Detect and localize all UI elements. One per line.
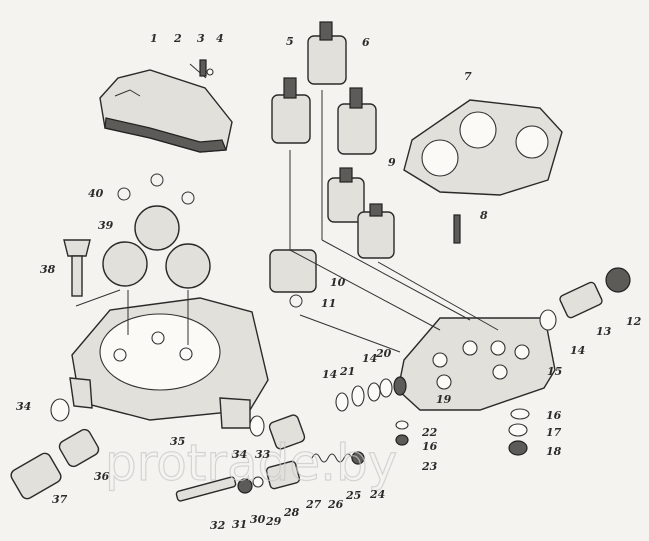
housing-part-35: [69, 297, 269, 429]
label-16b: 16: [422, 440, 438, 453]
label-23: 23: [421, 460, 438, 473]
label-5: 5: [286, 35, 294, 48]
label-36: 36: [94, 470, 110, 483]
cover-part-1: [99, 69, 233, 153]
label-8: 8: [480, 209, 488, 222]
fittings-left: [10, 398, 100, 500]
label-27: 27: [305, 498, 322, 511]
label-34a: 34: [16, 400, 31, 413]
label-18: 18: [546, 445, 562, 458]
label-20: 20: [375, 347, 392, 360]
label-16a: 16: [546, 409, 562, 422]
label-28: 28: [283, 506, 300, 519]
label-6: 6: [362, 36, 370, 49]
label-10: 10: [330, 276, 346, 289]
label-32: 32: [210, 519, 226, 532]
label-25: 25: [345, 489, 361, 502]
label-11: 11: [321, 297, 336, 310]
part-labels: 1 2 3 4 5 6 7 8 9 10 11 12 13 14 14 14 1…: [16, 32, 642, 532]
label-12: 12: [626, 315, 642, 328]
watermark-text: protrade.by: [105, 434, 397, 492]
label-21: 21: [339, 365, 355, 378]
label-1: 1: [150, 32, 158, 45]
pin-parts-2-3-4: [189, 59, 214, 79]
label-39: 39: [98, 219, 114, 232]
connector-parts-12-13-14: [539, 267, 631, 331]
label-3: 3: [197, 32, 205, 45]
label-35: 35: [170, 435, 185, 448]
label-9: 9: [388, 156, 396, 169]
dowel-part-8: [453, 214, 461, 244]
label-19: 19: [436, 393, 452, 406]
label-2: 2: [173, 32, 182, 45]
gear-shafts: [269, 21, 395, 293]
label-37: 37: [52, 493, 68, 506]
label-17: 17: [546, 426, 562, 439]
label-34b: 34: [232, 448, 247, 461]
gasket-part-7: [403, 99, 563, 196]
bolt-part-38: [63, 239, 91, 297]
label-22: 22: [421, 426, 438, 439]
label-4: 4: [216, 32, 224, 45]
label-29: 29: [265, 515, 282, 528]
plate-part-15: [397, 317, 556, 411]
label-33: 33: [255, 448, 271, 461]
label-38: 38: [40, 263, 56, 276]
label-14a: 14: [570, 344, 585, 357]
valve-assembly-bottom: [175, 414, 365, 502]
washers-right: [395, 408, 530, 456]
label-40: 40: [88, 187, 104, 200]
leader-lines: [75, 90, 499, 353]
label-14b: 14: [322, 368, 337, 381]
label-15: 15: [547, 365, 562, 378]
label-13: 13: [596, 325, 612, 338]
gears-part-39: [102, 205, 211, 289]
label-14c: 14: [362, 352, 377, 365]
retaining-rings: [117, 173, 303, 308]
label-30: 30: [250, 513, 266, 526]
label-7: 7: [464, 70, 472, 83]
washers-middle: [335, 376, 407, 412]
label-26: 26: [327, 498, 344, 511]
label-24: 24: [369, 488, 385, 501]
label-31: 31: [232, 518, 247, 531]
